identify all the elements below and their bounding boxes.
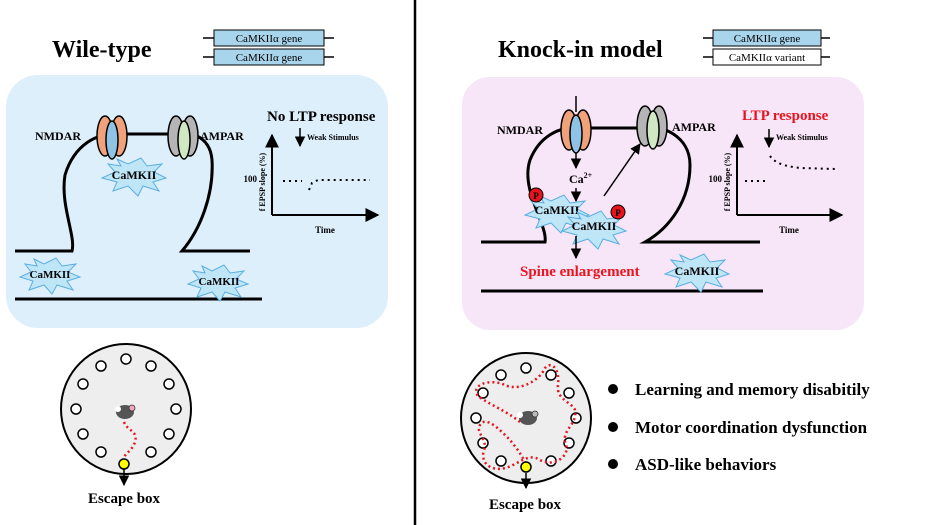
- ki-ampar-label: AMPAR: [672, 120, 716, 134]
- ki-phospho-badge-1: [528, 187, 544, 203]
- wt-camkii-label-2: CaMKII: [30, 269, 71, 281]
- wt-mouse-icon: [115, 404, 136, 419]
- ki-x-axis-label: Time: [779, 225, 799, 235]
- wt-gene-1: CaMKIIα gene: [236, 33, 303, 45]
- ki-camkii-label-3: CaMKII: [675, 264, 720, 278]
- wt-ampar-icon: [167, 115, 199, 160]
- wt-gene-boxes: CaMKIIα gene CaMKIIα gene: [203, 29, 334, 66]
- wt-nmdar-label: NMDAR: [35, 129, 81, 143]
- wt-camkii-star-1: [100, 157, 168, 197]
- wt-title: Wile-type: [52, 37, 152, 63]
- ki-y-tick: 100: [709, 174, 723, 184]
- wt-camkii-star-2: [18, 257, 82, 295]
- ki-phospho-label-1: P: [533, 191, 539, 201]
- wt-camkii-label-3: CaMKII: [199, 276, 240, 288]
- ki-ampar-icon: [636, 105, 668, 150]
- wt-ltp-title: No LTP response: [267, 109, 376, 125]
- phenotype-bullet-3: [608, 459, 618, 469]
- ki-ampar-trafficking-arrow: [603, 143, 641, 197]
- ki-ca-label: Ca2+: [569, 171, 593, 186]
- wt-y-tick: 100: [244, 174, 258, 184]
- ki-nmdar-icon: [560, 109, 592, 154]
- ki-gene-1: CaMKIIα gene: [734, 33, 801, 45]
- ki-ltp-title: LTP response: [742, 108, 829, 124]
- wt-x-axis-label: Time: [315, 225, 335, 235]
- wt-y-axis-label: f EPSP slope (%): [258, 152, 267, 211]
- phenotype-text-3: ASD-like behaviors: [635, 455, 777, 474]
- ki-spine-label: Spine enlargement: [520, 264, 640, 280]
- ki-title: Knock-in model: [498, 37, 663, 63]
- phenotype-bullet-2: [608, 422, 618, 432]
- ki-gene-2: CaMKIIα variant: [729, 52, 805, 64]
- wt-maze-holes: [70, 353, 182, 458]
- phenotype-bullet-1: [608, 384, 618, 394]
- ki-escape-label: Escape box: [489, 497, 562, 513]
- ki-camkii-label-1: CaMKII: [535, 203, 580, 217]
- ki-mouse-icon: [517, 410, 539, 425]
- ki-y-axis-label: f EPSP slope (%): [723, 152, 732, 211]
- ki-phospho-badge-2: [610, 204, 626, 220]
- wt-escape-box-icon: [118, 458, 130, 470]
- ki-maze-holes: [470, 362, 582, 467]
- ki-phospho-label-2: P: [615, 208, 621, 218]
- ki-swim-path: [475, 363, 577, 471]
- ki-gene-boxes: CaMKIIα gene CaMKIIα variant: [703, 29, 830, 66]
- wt-ampar-label: AMPAR: [200, 129, 244, 143]
- ki-camkii-star-1: [523, 194, 591, 234]
- phenotype-text-2: Motor coordination dysfunction: [635, 418, 868, 437]
- wt-escape-label: Escape box: [88, 491, 161, 507]
- ki-escape-box-icon: [520, 461, 532, 473]
- wt-stimulus-label: Weak Stimulus: [307, 133, 359, 142]
- ki-camkii-label-2: CaMKII: [572, 219, 617, 233]
- ki-camkii-star-2: [560, 210, 628, 250]
- ki-camkii-star-3: [663, 253, 731, 293]
- wt-nmdar-icon: [96, 115, 128, 160]
- ki-stimulus-label: Weak Stimulus: [776, 133, 828, 142]
- phenotype-text-1: Learning and memory disabitily: [635, 380, 870, 399]
- wt-camkii-label-1: CaMKII: [112, 168, 157, 182]
- wt-camkii-star-3: [186, 264, 250, 302]
- ki-nmdar-label: NMDAR: [497, 123, 543, 137]
- wt-gene-2: CaMKIIα gene: [236, 52, 303, 64]
- wt-swim-path: [122, 421, 137, 462]
